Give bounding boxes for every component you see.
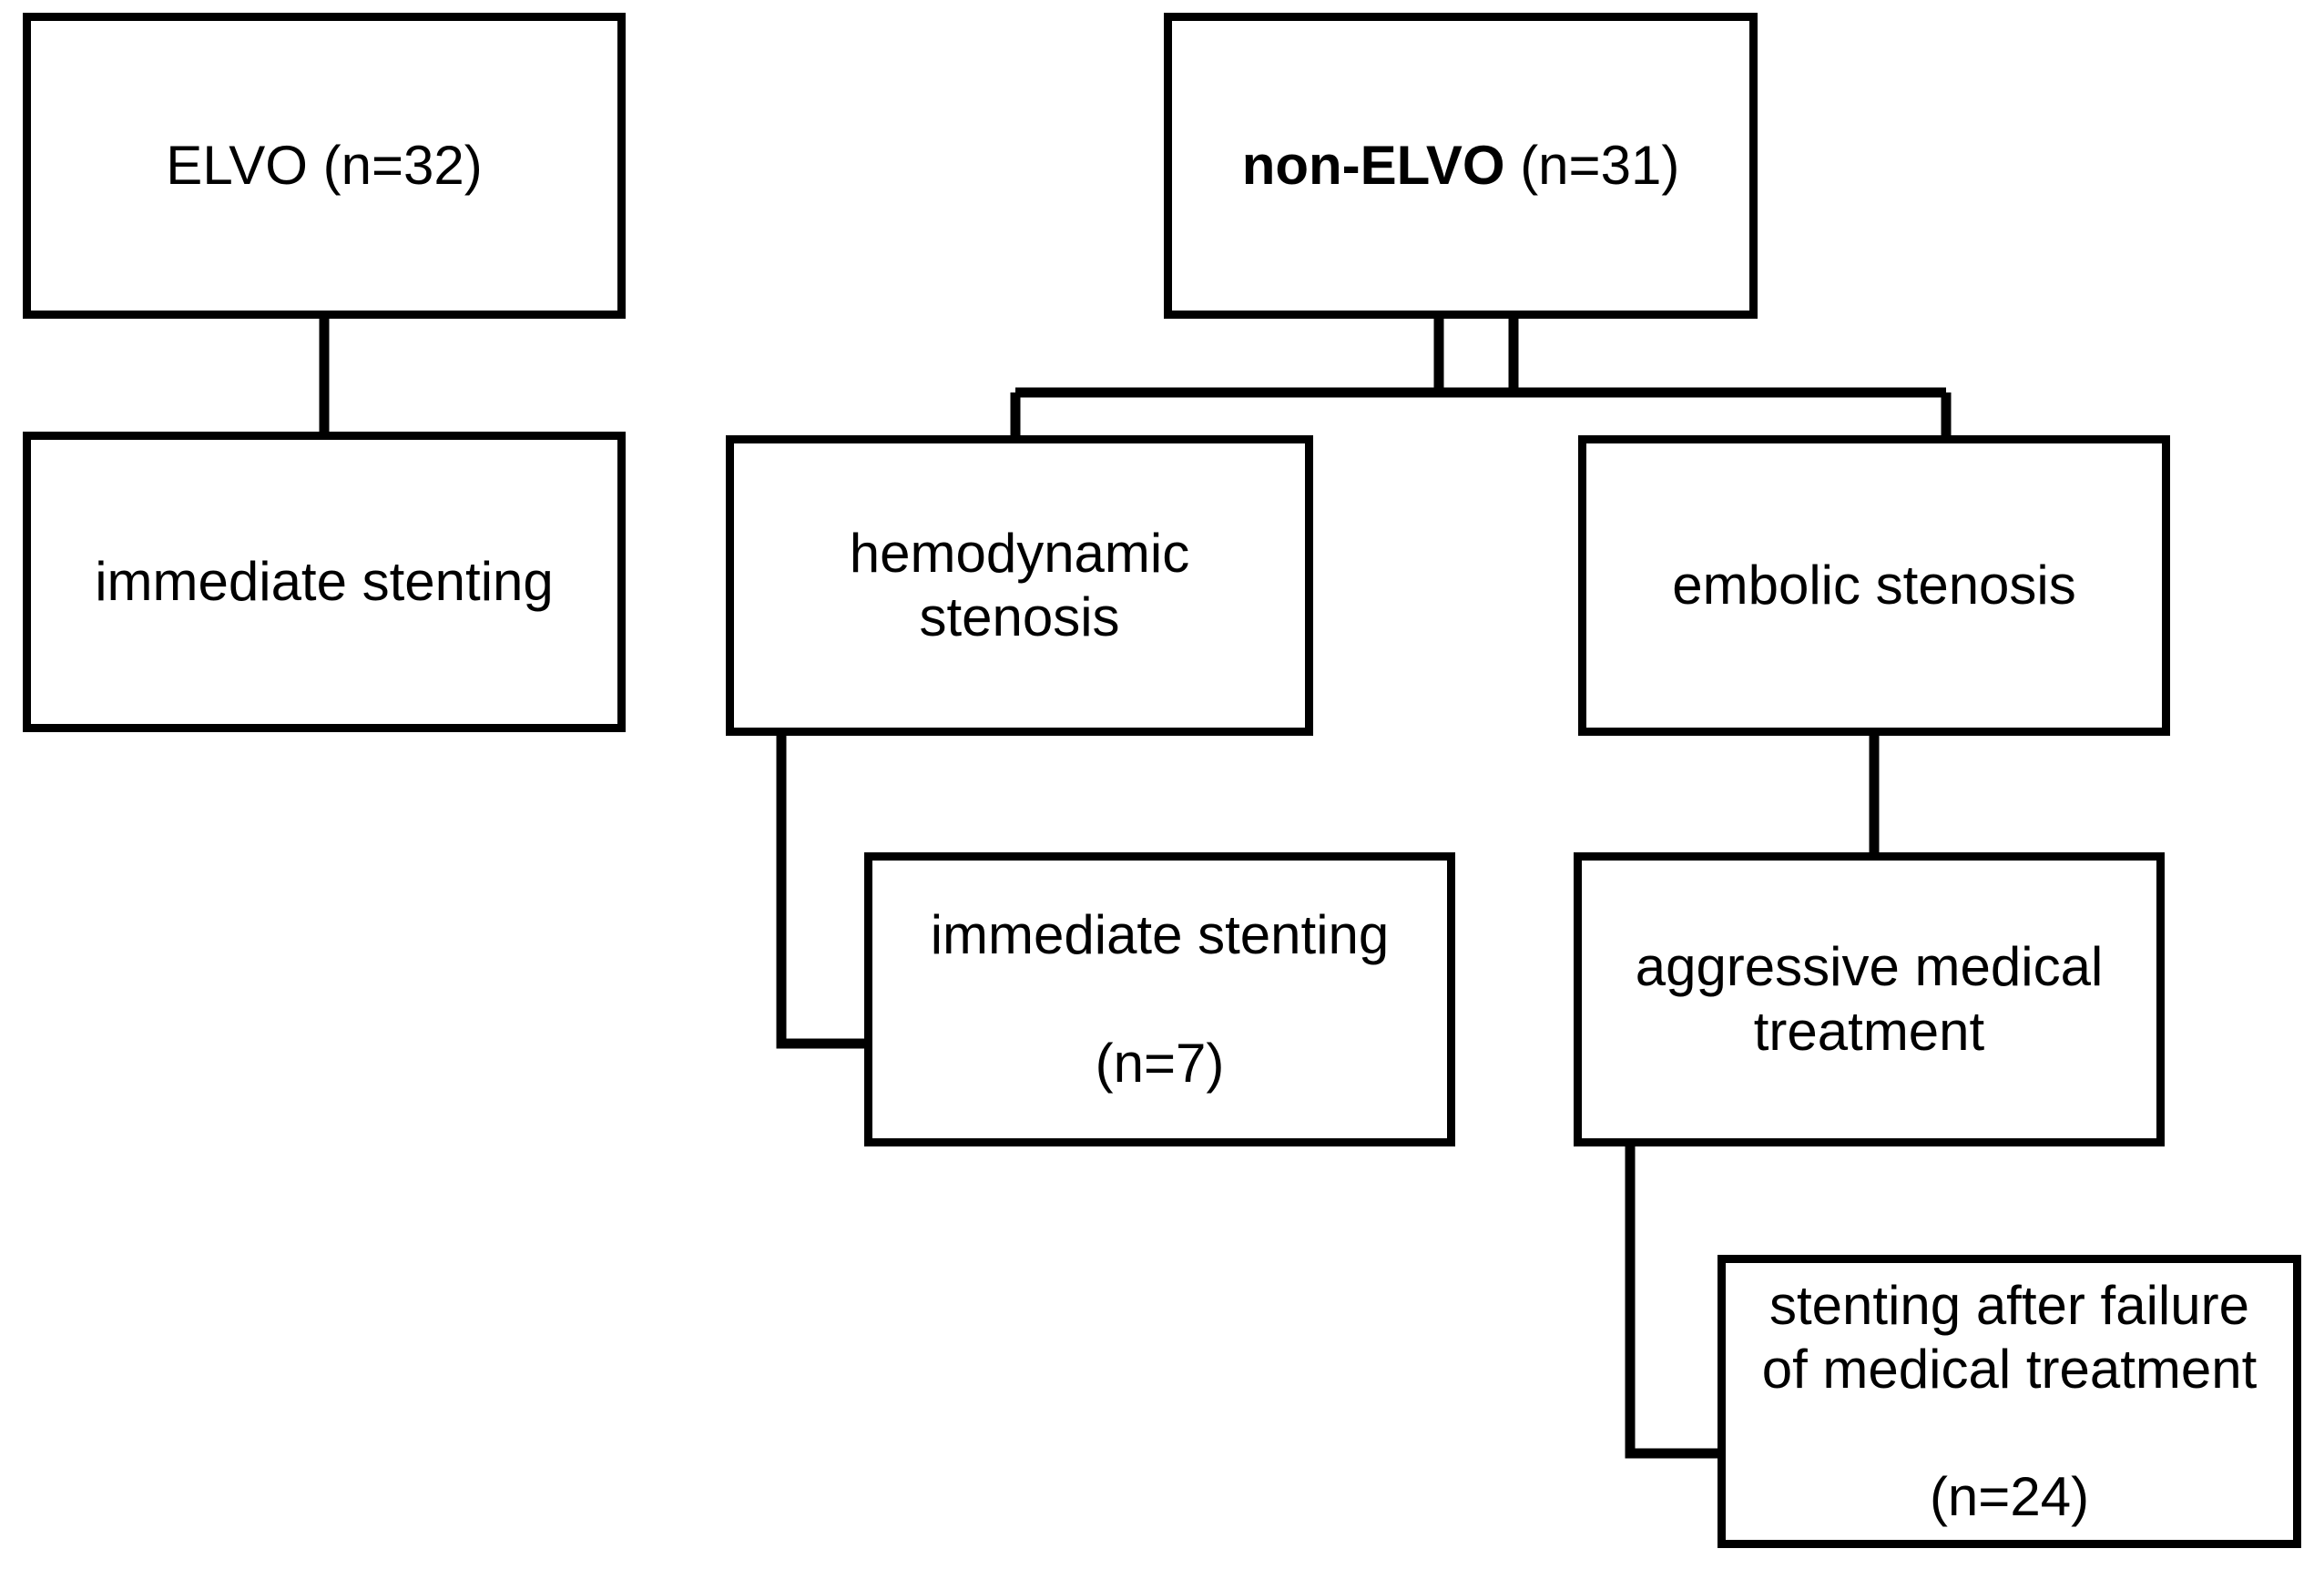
node-hemodynamic-immediate-stenting-label: immediate stenting (n=7)	[930, 904, 1390, 1094]
node-non-elvo-label-bold: non-ELVO	[1241, 134, 1505, 196]
node-non-elvo-label-rest: (n=31)	[1504, 134, 1680, 196]
node-non-elvo[interactable]: non-ELVO (n=31)	[1164, 13, 1758, 319]
node-elvo-immediate-stenting[interactable]: immediate stenting	[23, 432, 626, 732]
node-elvo[interactable]: ELVO (n=32)	[23, 13, 626, 319]
node-hemodynamic-stenosis-label: hemodynamic stenosis	[849, 522, 1190, 647]
node-aggressive-medical-treatment-label: aggressive medical treatment	[1635, 936, 2104, 1062]
node-embolic-stenosis-label: embolic stenosis	[1672, 554, 2076, 616]
node-hemodynamic-stenosis[interactable]: hemodynamic stenosis	[726, 435, 1313, 736]
edge-hemodynamic-to-immediate-stenting	[776, 733, 869, 1049]
node-stenting-after-failure-label: stenting after failure of medical treatm…	[1761, 1274, 2258, 1528]
node-hemodynamic-immediate-stenting[interactable]: immediate stenting (n=7)	[864, 852, 1455, 1146]
node-aggressive-medical-treatment[interactable]: aggressive medical treatment	[1574, 852, 2165, 1146]
node-embolic-stenosis[interactable]: embolic stenosis	[1578, 435, 2170, 736]
node-elvo-immediate-stenting-label: immediate stenting	[95, 550, 554, 612]
edge-aggressive-medical-to-stenting-after-failure	[1625, 1143, 1721, 1459]
node-non-elvo-label: non-ELVO (n=31)	[1233, 134, 1689, 198]
node-stenting-after-failure[interactable]: stenting after failure of medical treatm…	[1718, 1255, 2301, 1548]
node-elvo-label: ELVO (n=32)	[166, 134, 483, 196]
